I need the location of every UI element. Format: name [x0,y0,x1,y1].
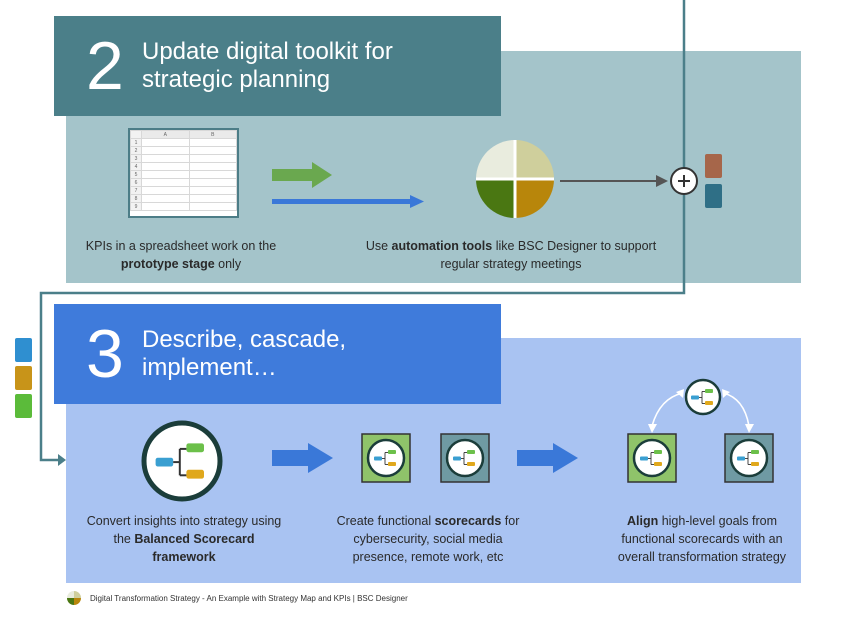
plus-icon [670,167,698,195]
step3-number: 3 [86,316,124,392]
balanced-scorecard-icon [141,420,223,502]
blue-arrow-2 [517,443,578,473]
connector-arrowhead [58,454,66,466]
step3-caption-mid: Create functional scorecards for cyberse… [336,514,520,564]
blue-arrow [272,195,424,208]
step3-caption-left: Convert insights into strategy using the… [86,514,282,564]
bsc-quadrant-icon [476,140,554,218]
scorecard-green-icon [361,433,411,483]
blue-arrow-1 [272,443,333,473]
footer-text: Digital Transformation Strategy - An Exa… [90,594,408,603]
connector-line [39,0,686,462]
step2-caption-right: Use automation tools like BSC Designer t… [365,239,657,271]
step2-caption-left: KPIs in a spreadsheet work on the protot… [85,239,277,271]
step3-caption-right: Align high-level goals from functional s… [617,514,787,564]
brown-block [705,154,722,178]
left-blue-block [15,338,32,362]
left-green-block [15,394,32,418]
step3-title: Describe, cascade, implement… [142,326,347,381]
bsc-designer-logo [67,591,81,605]
aligned-scorecard-teal-icon [724,433,774,483]
left-orange-block [15,366,32,390]
step3-header: 3 Describe, cascade, implement… [54,304,501,404]
step2-header: 2 Update digital toolkit for strategic p… [54,16,501,116]
aligned-scorecard-green-icon [627,433,677,483]
scorecard-teal-icon [440,433,490,483]
strategy-top-icon [684,378,722,416]
teal-block [705,184,722,208]
green-arrow [272,162,332,188]
step2-title: Update digital toolkit for strategic pla… [142,38,393,93]
step2-number: 2 [86,28,124,104]
